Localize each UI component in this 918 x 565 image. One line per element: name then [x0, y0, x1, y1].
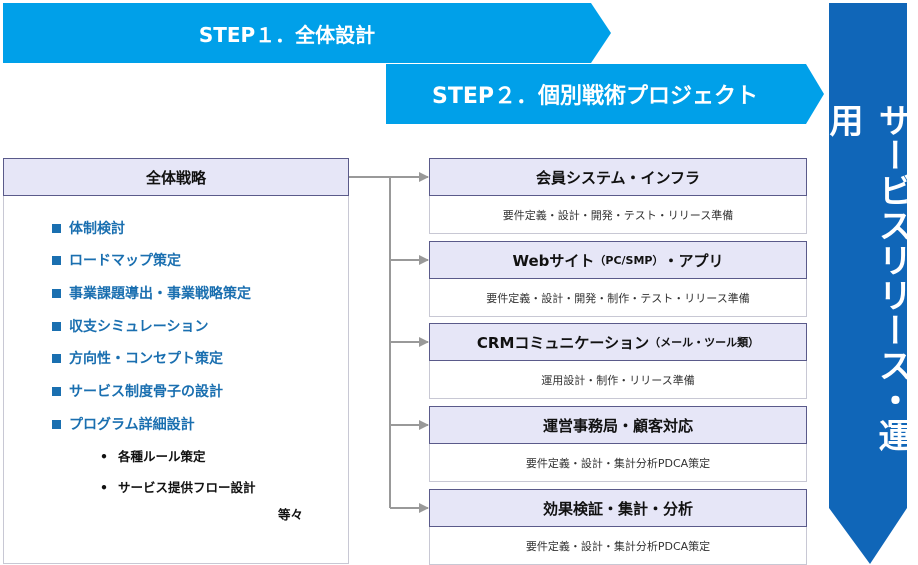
service-release-banner: サービスリリース・運用	[823, 3, 912, 564]
project-header: Webサイト（PC/SMP）・アプリ	[429, 241, 807, 279]
project-header: CRMコミュニケーション（メール・ツール類）	[429, 323, 807, 361]
project-desc: 要件定義・設計・集計分析PDCA策定	[429, 444, 807, 482]
bullet-square-icon	[52, 255, 61, 265]
strategy-item: サービス制度骨子の設計	[52, 381, 223, 401]
step1-banner: STEP１．全体設計	[3, 3, 611, 63]
bullet-dot-icon: •	[100, 480, 108, 495]
strategy-title: 全体戦略	[145, 168, 206, 187]
strategy-sub-item: •サービス提供フロー設計	[100, 480, 256, 495]
project-header: 会員システム・インフラ	[429, 158, 807, 196]
bullet-square-icon	[52, 386, 61, 396]
strategy-item: 収支シミュレーション	[52, 316, 208, 336]
strategy-item: ロードマップ策定	[52, 250, 181, 270]
project-header: 運営事務局・顧客対応	[429, 406, 807, 444]
strategy-sub-item: •各種ルール策定	[100, 449, 206, 464]
step1-label: STEP１．全体設計	[198, 22, 376, 47]
step2-banner: STEP２．個別戦術プロジェクト	[386, 64, 824, 124]
project-desc: 要件定義・設計・開発・制作・テスト・リリース準備	[429, 279, 807, 317]
strategy-item: 事業課題導出・事業戦略策定	[52, 283, 251, 303]
project-desc: 要件定義・設計・開発・テスト・リリース準備	[429, 196, 807, 234]
strategy-etc: 等々	[278, 507, 304, 522]
strategy-header: 全体戦略	[3, 158, 349, 196]
strategy-item: プログラム詳細設計	[52, 414, 195, 434]
bullet-square-icon	[52, 321, 61, 331]
bullet-square-icon	[52, 353, 61, 363]
strategy-item: 体制検討	[52, 218, 125, 238]
service-release-label: サービスリリース・運用	[823, 103, 912, 453]
strategy-item: 方向性・コンセプト策定	[52, 348, 223, 368]
bullet-square-icon	[52, 419, 61, 429]
project-header: 効果検証・集計・分析	[429, 489, 807, 527]
project-desc: 運用設計・制作・リリース準備	[429, 361, 807, 399]
bullet-dot-icon: •	[100, 449, 108, 464]
step2-label: STEP２．個別戦術プロジェクト	[431, 84, 758, 109]
strategy-body	[3, 196, 349, 564]
bullet-square-icon	[52, 288, 61, 298]
bullet-square-icon	[52, 223, 61, 233]
